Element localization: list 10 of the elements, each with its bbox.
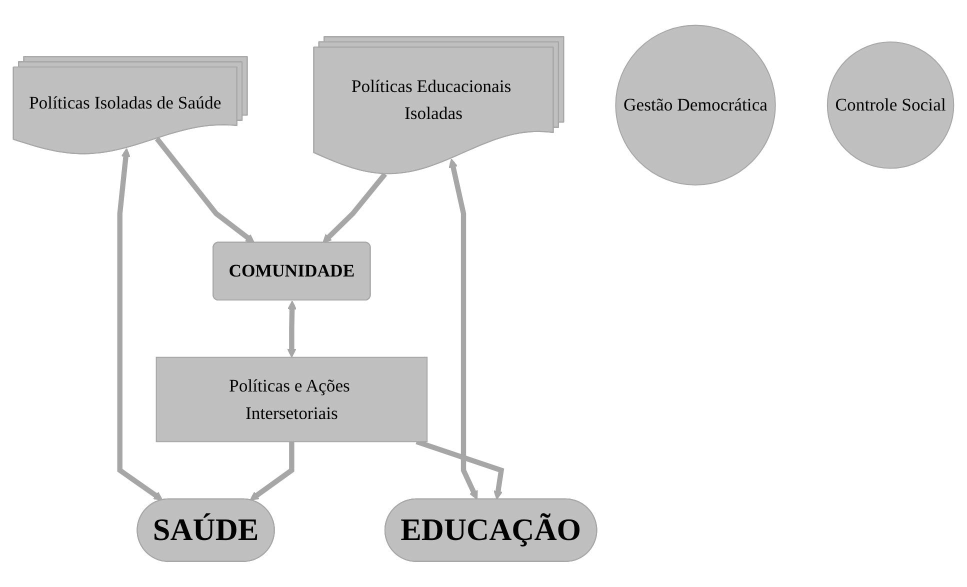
node-circle: Controle Social xyxy=(826,42,954,169)
node-box: Políticas e Ações Intersetoriais xyxy=(156,356,428,442)
arrow xyxy=(250,442,294,501)
arrow xyxy=(287,300,297,358)
arrow xyxy=(154,137,255,244)
arrow xyxy=(448,158,478,500)
arrow xyxy=(117,148,163,501)
arrow xyxy=(322,172,388,244)
node-circle: Gestão Democrática xyxy=(615,24,776,186)
arrow xyxy=(416,439,504,500)
